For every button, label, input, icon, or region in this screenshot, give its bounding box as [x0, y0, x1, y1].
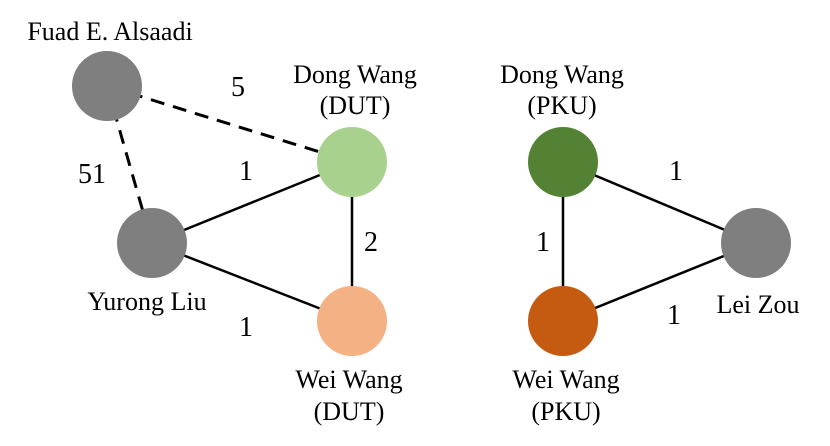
label-dong-dut-affil: (DUT) [320, 91, 391, 120]
node-fuad [72, 51, 142, 121]
node-dong-pku [528, 127, 598, 197]
edge-yurong-dong-dut [151, 160, 353, 245]
label-dong-pku-affil: (PKU) [527, 91, 596, 120]
label-wei-pku-affil: (PKU) [531, 397, 600, 426]
label-lei: Lei Zou [716, 290, 799, 319]
label-dong-pku-name: Dong Wang [500, 60, 624, 89]
node-dong-dut [317, 127, 387, 197]
weight-fuad-dong-dut: 5 [231, 72, 245, 103]
nodes [72, 51, 791, 356]
node-yurong [117, 208, 187, 278]
node-labels: Fuad E. Alsaadi Dong Wang (DUT) Yurong L… [27, 17, 799, 426]
weight-dong-dut-wei-dut: 2 [364, 227, 378, 258]
weight-yurong-dong-dut: 1 [239, 156, 253, 187]
edge-fuad-dong-dut [106, 84, 353, 164]
weight-fuad-yurong: 51 [78, 159, 106, 190]
label-wei-pku-name: Wei Wang [512, 365, 619, 394]
weight-wei-pku-lei: 1 [667, 300, 681, 331]
label-wei-dut-name: Wei Wang [295, 365, 402, 394]
weight-dong-pku-lei: 1 [669, 156, 683, 187]
label-fuad: Fuad E. Alsaadi [27, 17, 192, 46]
label-yurong: Yurong Liu [87, 287, 206, 316]
edge-yurong-wei-dut [151, 241, 353, 323]
node-wei-dut [317, 286, 387, 356]
weight-dong-pku-wei-pku: 1 [536, 227, 550, 258]
edges [105, 84, 757, 323]
node-lei [721, 208, 791, 278]
node-wei-pku [528, 286, 598, 356]
label-dong-dut-name: Dong Wang [293, 60, 417, 89]
label-wei-dut-affil: (DUT) [314, 397, 385, 426]
edge-weights: 5 51 1 2 1 1 1 1 [78, 72, 683, 343]
weight-yurong-wei-dut: 1 [239, 312, 253, 343]
